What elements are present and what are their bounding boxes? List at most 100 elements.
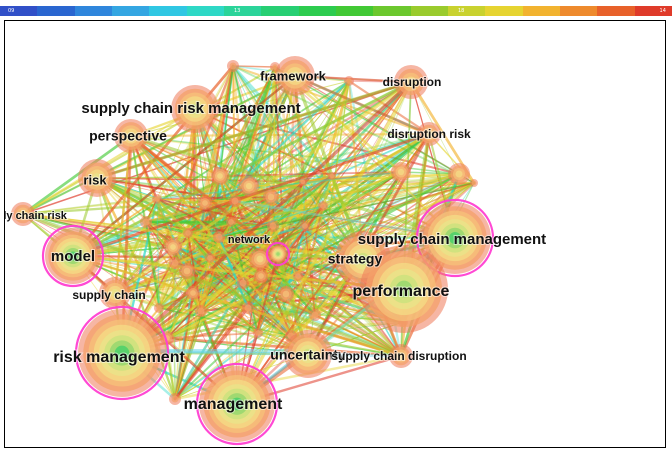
keyword-node-minor[interactable] — [183, 228, 193, 238]
keyword-node-minor[interactable] — [227, 60, 239, 72]
keyword-node-minor[interactable] — [309, 309, 321, 321]
network-link — [95, 176, 403, 358]
keyword-label-scd[interactable]: supply chain disruption — [330, 348, 467, 364]
keyword-node-minor[interactable] — [254, 269, 268, 283]
network-link — [95, 80, 413, 180]
network-link — [165, 181, 476, 340]
keyword-node-minor[interactable] — [226, 217, 236, 227]
keyword-node-minor[interactable] — [318, 201, 328, 211]
keyword-label-framework[interactable]: framework — [259, 67, 328, 84]
network-link — [156, 198, 236, 202]
keyword-node-minor[interactable] — [140, 216, 152, 228]
keyword-node-minor[interactable] — [293, 271, 303, 281]
keyword-node-minor[interactable] — [249, 248, 271, 270]
keyword-label-risk[interactable]: risk — [82, 171, 108, 188]
keyword-node-minor[interactable] — [263, 189, 279, 205]
timeline-segment — [186, 6, 224, 16]
timeline-segment — [298, 6, 336, 16]
network-link — [274, 66, 364, 260]
network-link — [187, 205, 324, 234]
network-link — [120, 80, 413, 355]
keyword-label-scm[interactable]: supply chain management — [357, 230, 547, 249]
keyword-node-risk[interactable] — [78, 159, 116, 197]
keyword-node-model[interactable] — [41, 224, 105, 288]
keyword-node-uncertainty[interactable] — [284, 330, 332, 378]
network-link — [186, 199, 237, 235]
keyword-node-minor[interactable] — [237, 277, 249, 289]
keyword-node-minor[interactable] — [164, 238, 182, 256]
keyword-node-minor[interactable] — [278, 286, 294, 302]
network-link — [166, 332, 259, 339]
network-link — [174, 236, 220, 400]
keyword-node-disruption-risk[interactable] — [417, 122, 441, 146]
network-link — [209, 65, 234, 259]
keyword-label-scrm[interactable]: supply chain risk management — [80, 99, 301, 118]
network-link — [347, 79, 431, 136]
network-link — [219, 80, 350, 177]
network-link — [113, 291, 310, 356]
keyword-node-minor[interactable] — [470, 179, 478, 187]
keyword-label-model[interactable]: model — [50, 247, 96, 266]
network-link — [232, 65, 306, 227]
keyword-label-disruption[interactable]: disruption — [382, 74, 443, 90]
keyword-node-performance[interactable] — [360, 245, 448, 333]
keyword-node-management[interactable] — [195, 362, 279, 446]
keyword-node-minor[interactable] — [267, 220, 279, 232]
keyword-node-minor[interactable] — [242, 302, 254, 314]
keyword-node-minor[interactable] — [300, 221, 310, 231]
keyword-node-minor[interactable] — [205, 253, 215, 263]
keyword-label-risk-management[interactable]: risk management — [52, 348, 186, 367]
keyword-node-minor[interactable] — [328, 172, 336, 180]
network-link — [171, 201, 207, 249]
network-link — [174, 221, 232, 264]
keyword-node-minor[interactable] — [211, 167, 229, 185]
network-link — [113, 80, 413, 295]
keyword-node-minor[interactable] — [198, 196, 212, 210]
network-link — [71, 254, 403, 358]
keyword-node-minor[interactable] — [186, 286, 200, 300]
keyword-label-performance[interactable]: performance — [352, 282, 451, 301]
keyword-label-disruption-risk[interactable]: disruption risk — [386, 126, 472, 142]
timeline-segment — [74, 6, 112, 16]
keyword-node-scr[interactable] — [11, 202, 35, 226]
network-link — [22, 198, 158, 215]
keyword-node-network[interactable] — [265, 241, 291, 267]
keyword-node-minor[interactable] — [169, 393, 181, 405]
keyword-label-management[interactable]: management — [183, 395, 284, 414]
keyword-node-framework[interactable] — [275, 56, 315, 96]
keyword-node-supply-chain[interactable] — [99, 277, 131, 309]
keyword-node-minor[interactable] — [169, 257, 181, 269]
keyword-node-minor[interactable] — [391, 162, 411, 182]
network-link — [232, 65, 236, 202]
keyword-node-minor[interactable] — [195, 305, 207, 317]
timeline-segment — [37, 6, 75, 16]
network-link — [129, 134, 457, 240]
keyword-label-supply-chain[interactable]: supply chain — [71, 287, 146, 303]
keyword-label-network[interactable]: network — [227, 233, 272, 247]
keyword-label-perspective[interactable]: perspective — [88, 127, 168, 145]
keyword-node-scd[interactable] — [389, 344, 413, 368]
keyword-node-minor[interactable] — [154, 303, 164, 313]
keyword-node-minor[interactable] — [344, 76, 354, 86]
network-link — [156, 198, 160, 309]
keyword-node-minor[interactable] — [152, 194, 162, 204]
keyword-node-risk-management[interactable] — [74, 305, 170, 401]
keyword-node-minor[interactable] — [229, 195, 241, 207]
keyword-node-scm[interactable] — [415, 198, 495, 278]
keyword-node-minor[interactable] — [239, 176, 259, 196]
keyword-node-disruption[interactable] — [394, 65, 428, 99]
keyword-node-minor[interactable] — [253, 328, 263, 338]
keyword-node-minor[interactable] — [448, 163, 470, 185]
keyword-label-uncertainty[interactable]: uncertainty — [269, 346, 347, 364]
keyword-node-perspective[interactable] — [114, 119, 148, 153]
keyword-node-minor[interactable] — [213, 231, 225, 243]
network-link — [21, 212, 365, 261]
keyword-node-minor[interactable] — [299, 178, 307, 186]
keyword-node-scrm[interactable] — [171, 85, 219, 133]
network-link — [257, 171, 402, 334]
keyword-label-strategy[interactable]: strategy — [327, 250, 384, 268]
keyword-label-scr[interactable]: supply chain risk — [5, 209, 69, 223]
keyword-node-minor[interactable] — [179, 263, 195, 279]
network-nodes — [11, 56, 495, 446]
network-link — [174, 332, 259, 400]
